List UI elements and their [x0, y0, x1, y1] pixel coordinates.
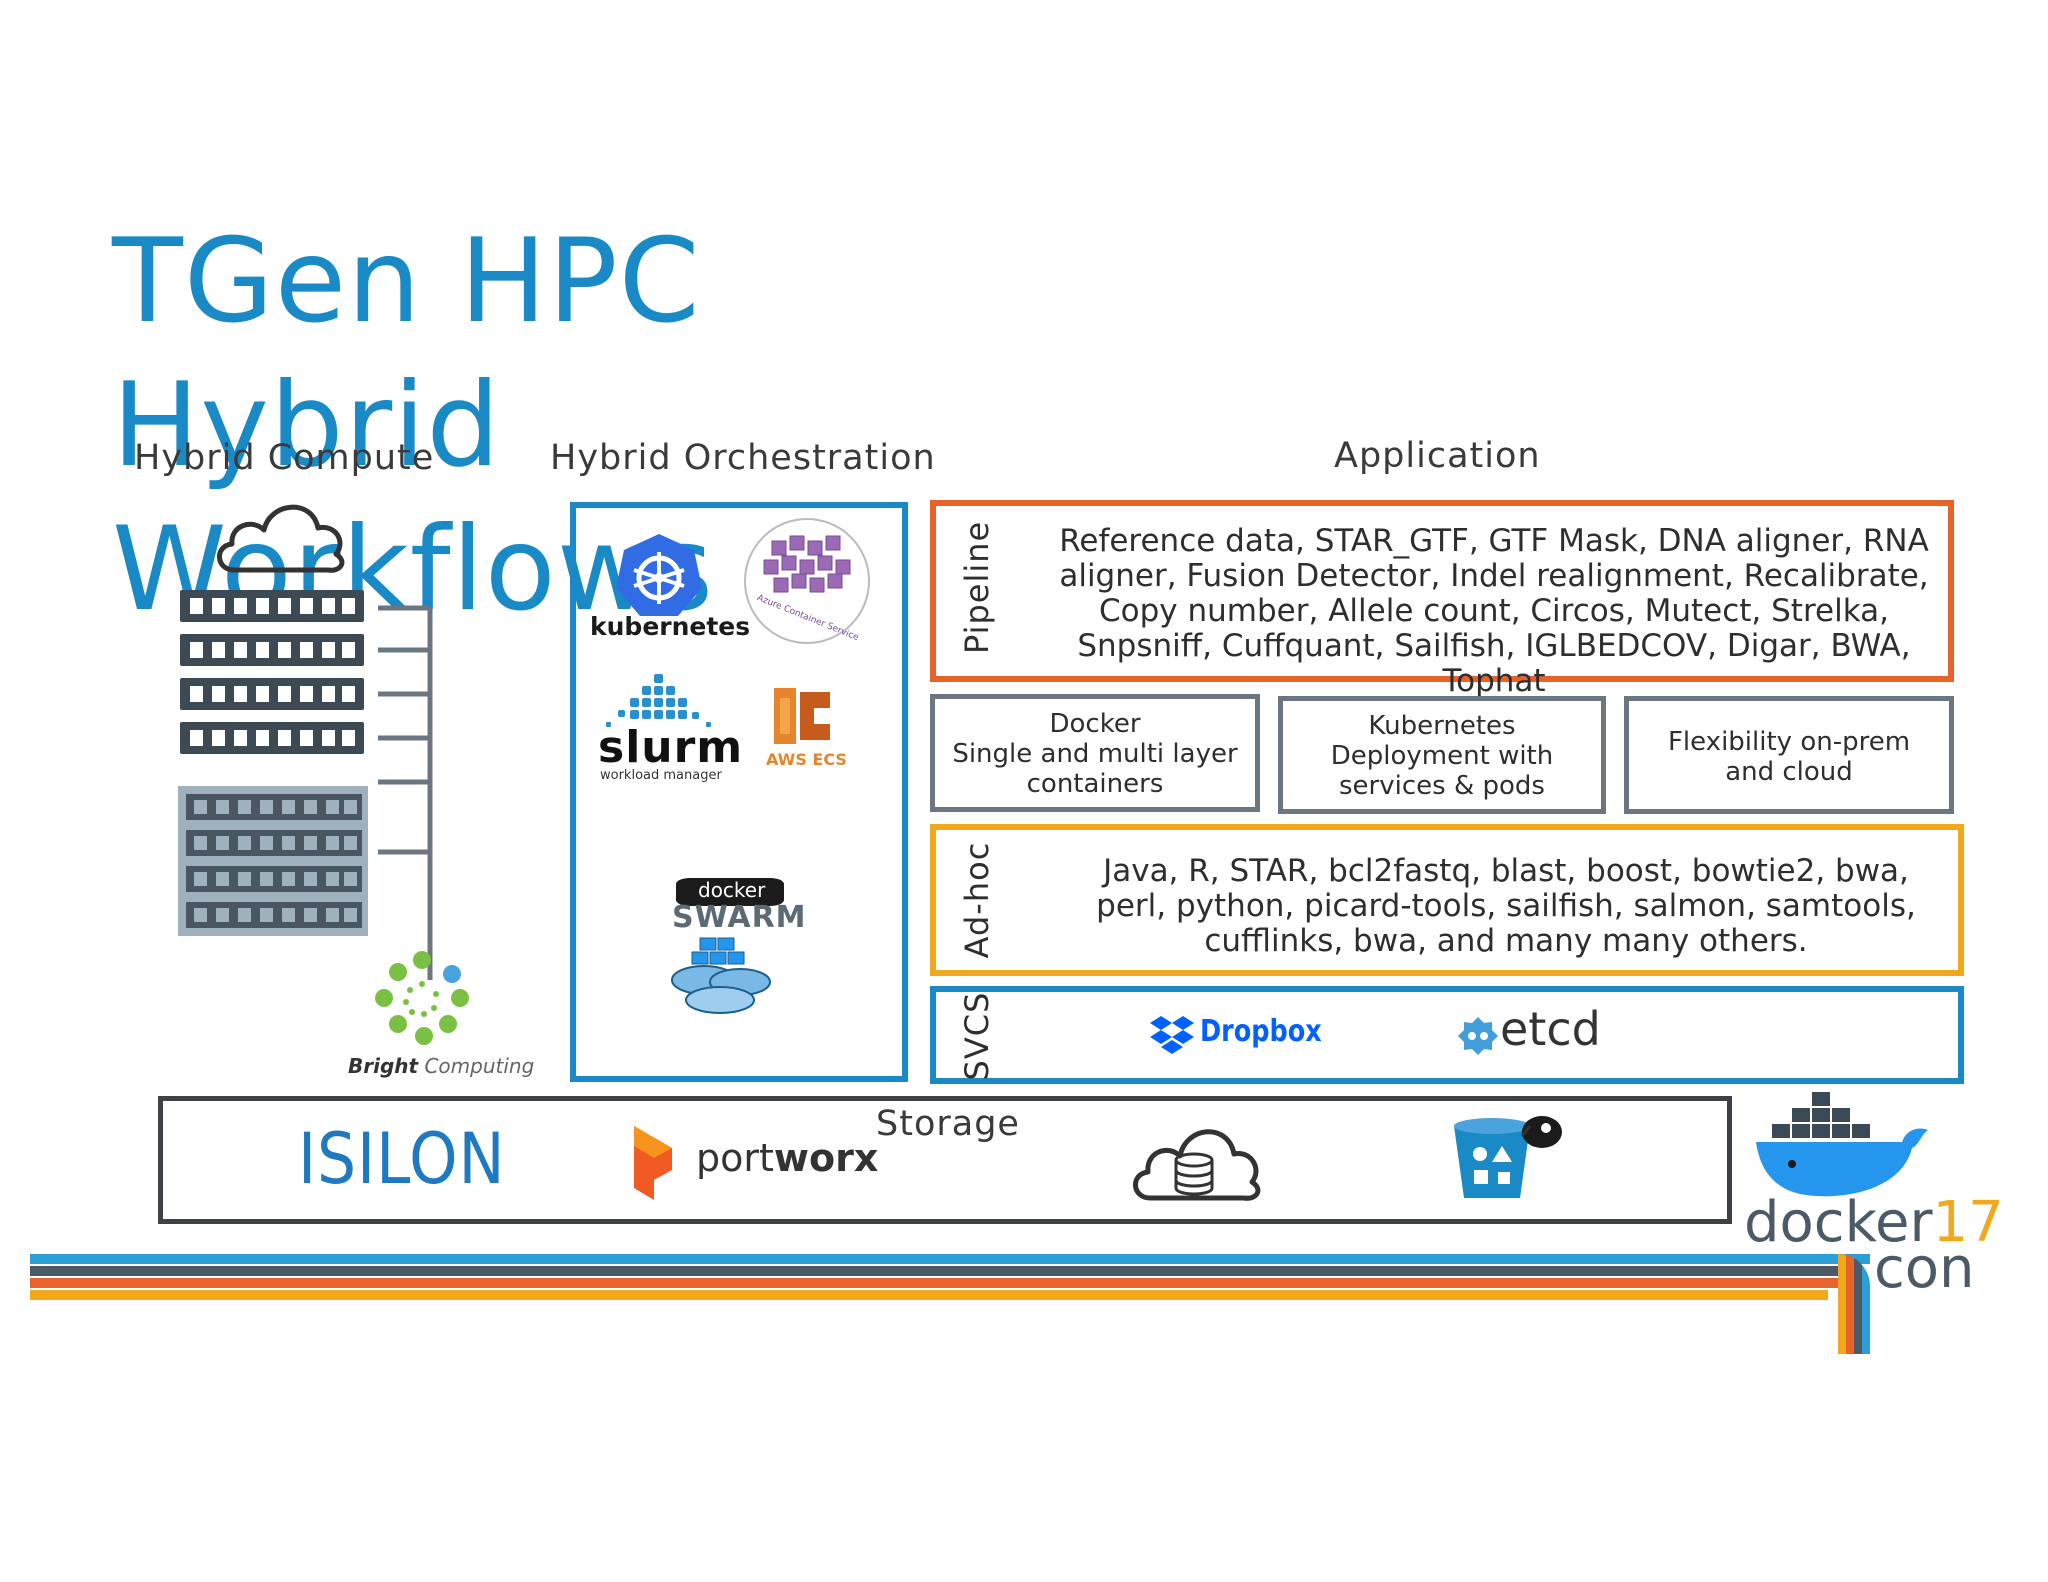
- portworx-port: port: [696, 1136, 774, 1180]
- server-unit: [186, 866, 362, 892]
- svcs-box: [930, 986, 1964, 1084]
- adhoc-tools-text: Java, R, STAR, bcl2fastq, blast, boost, …: [1096, 853, 1916, 959]
- azure-container-service-icon: Azure Container Service: [744, 518, 870, 644]
- server-unit: [180, 634, 364, 666]
- stripe-yellow: [30, 1290, 1828, 1300]
- docker-swarm-docker-text: docker: [698, 878, 766, 902]
- hybrid-compute-label: Hybrid Compute: [134, 438, 435, 478]
- adhoc-box: [930, 824, 1964, 976]
- etcd-icon: [1458, 1017, 1498, 1055]
- server-unit: [186, 902, 362, 928]
- bright-text: Bright: [348, 1054, 419, 1078]
- feature-box-docker: Docker Single and multi layer containers: [930, 694, 1260, 812]
- storage-bucket-icon: [1454, 1116, 1562, 1198]
- stripe-blue: [30, 1254, 1870, 1264]
- kubernetes-label: kubernetes: [590, 612, 751, 641]
- feature-kubernetes-line2: Deployment with: [1330, 741, 1554, 771]
- aws-ecs-icon: [774, 688, 830, 744]
- docker-whale-icon: [1756, 1092, 1928, 1197]
- docker-swarm-whales-icon: [671, 937, 771, 1014]
- feature-kubernetes-line3: services & pods: [1339, 771, 1545, 801]
- storage-box: [158, 1096, 1732, 1224]
- feature-docker-line3: containers: [1026, 769, 1164, 799]
- storage-label: Storage: [876, 1104, 1020, 1144]
- pipeline-label: Pipeline: [958, 520, 996, 654]
- dockercon-logo-text: docker17: [1744, 1190, 2004, 1255]
- hybrid-orchestration-label: Hybrid Orchestration: [550, 438, 936, 478]
- computing-text: Computing: [424, 1054, 535, 1078]
- dockercon-con: con: [1874, 1236, 1975, 1301]
- application-label: Application: [1334, 436, 1541, 476]
- bright-computing-logo: Bright Computing: [348, 1054, 534, 1078]
- server-unit: [186, 830, 362, 856]
- server-unit: [186, 794, 362, 820]
- docker-swarm-label: SWARM: [672, 900, 807, 935]
- pipeline-tools-text: Reference data, STAR_GTF, GTF Mask, DNA …: [1059, 523, 1929, 699]
- slurm-label: slurm: [598, 722, 744, 773]
- portworx-logo: portworx: [696, 1136, 878, 1180]
- stripe-grey: [30, 1266, 1856, 1276]
- etcd-label: etcd: [1500, 1002, 1601, 1056]
- feature-docker-title: Docker: [1049, 709, 1141, 739]
- adhoc-label: Ad-hoc: [958, 841, 996, 959]
- dropbox-icon: [1150, 1016, 1194, 1054]
- server-unit: [180, 678, 364, 710]
- dropbox-label: Dropbox: [1200, 1014, 1322, 1049]
- feature-flexibility-line2: and cloud: [1725, 757, 1853, 787]
- docker-swarm-banner: [676, 878, 784, 906]
- page-title: TGen HPC Hybrid Workflows: [112, 214, 715, 637]
- bright-computing-icon: [375, 951, 469, 1045]
- isilon-logo: ISILON: [298, 1118, 506, 1200]
- pipeline-box: [930, 500, 1954, 682]
- aws-ecs-label: AWS ECS: [766, 750, 847, 769]
- server-unit: [180, 722, 364, 754]
- orchestration-box: [570, 502, 908, 1082]
- cloud-icon: [217, 504, 345, 573]
- server-unit: [180, 590, 364, 622]
- kubernetes-icon: [616, 534, 702, 616]
- dockercon-docker: docker: [1744, 1190, 1933, 1255]
- feature-box-kubernetes: Kubernetes Deployment with services & po…: [1278, 696, 1606, 814]
- portworx-icon: [634, 1126, 672, 1200]
- feature-box-flexibility: Flexibility on-prem and cloud: [1624, 696, 1954, 814]
- cloud-database-icon: [1133, 1129, 1261, 1201]
- svcs-label: SVCS: [958, 991, 996, 1081]
- stripe-orange: [30, 1278, 1842, 1288]
- feature-docker-line2: Single and multi layer: [952, 739, 1238, 769]
- stripe-corner-bend: [1838, 1254, 1870, 1354]
- network-connector-lines: [378, 605, 433, 980]
- feature-flexibility-line1: Flexibility on-prem: [1667, 727, 1911, 757]
- slurm-icon: [606, 674, 711, 727]
- dockercon-17: 17: [1932, 1190, 2004, 1255]
- slurm-sublabel: workload manager: [600, 768, 722, 783]
- portworx-worx: worx: [773, 1136, 879, 1180]
- feature-kubernetes-title: Kubernetes: [1368, 711, 1516, 741]
